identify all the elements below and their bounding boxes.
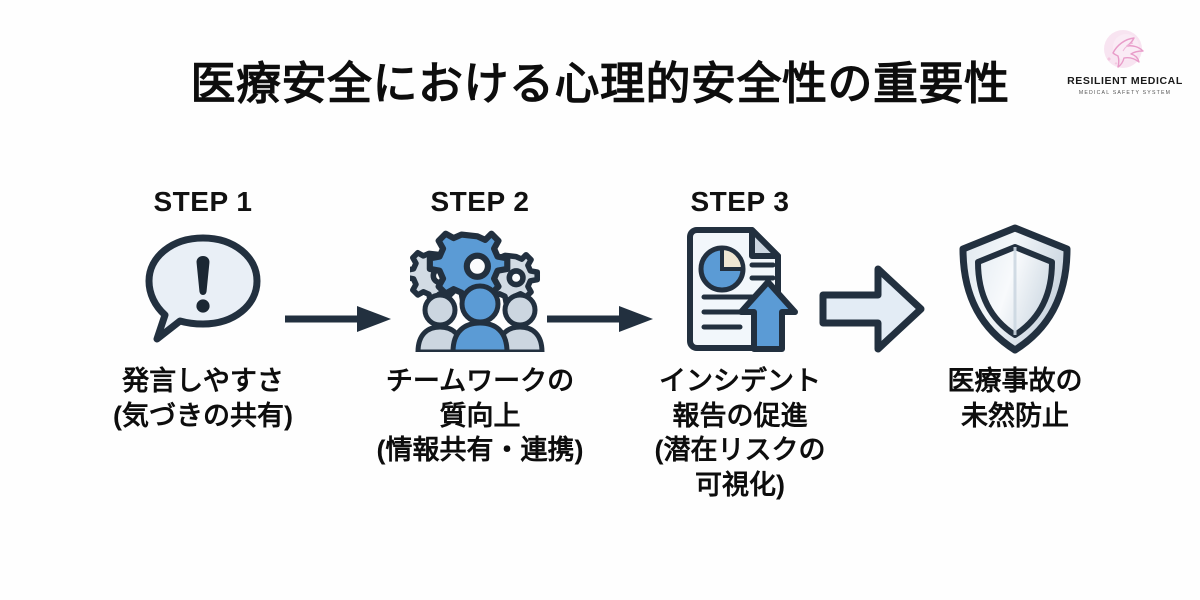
caption-line: 質向上: [439, 400, 521, 431]
thin-arrow-right-icon: [545, 302, 657, 341]
step-4-label: [890, 180, 1140, 224]
teamwork-gears-people-icon: [355, 224, 605, 354]
logo-tagline: MEDICAL SAFETY SYSTEM: [1078, 90, 1172, 96]
step-3-label: STEP 3: [690, 186, 790, 217]
caption-line: 発言しやすさ: [122, 366, 284, 396]
page-title: 医療安全における心理的安全性の重要性: [190, 58, 1010, 109]
thin-arrow-right-icon: [283, 302, 395, 341]
block-arrow-right-icon: [818, 262, 926, 361]
document-report-uparrow-icon: [615, 224, 865, 354]
step-2-caption: チームワークの 質向上 (情報共有・連携): [355, 364, 605, 468]
caption-line: インシデント: [659, 366, 821, 396]
caption-line: チームワークの: [385, 366, 575, 396]
brand-logo: RESILIENT MEDICAL MEDICAL SAFETY SYSTEM: [1066, 26, 1184, 96]
caption-line: (気づきの共有): [113, 400, 293, 431]
flow-step-1: STEP 1 発言しやすさ (気づきの共有): [78, 180, 328, 433]
step-4-caption: 医療事故の 未然防止: [890, 364, 1140, 433]
caption-line: (潜在リスクの: [654, 435, 826, 466]
step-1-caption: 発言しやすさ (気づきの共有): [78, 364, 328, 433]
flow-step-3: STEP 3 インシデント 報告の促進: [615, 180, 865, 502]
process-flow: STEP 1 発言しやすさ (気づきの共有) STEP 2: [0, 180, 1200, 580]
shield-icon: [890, 224, 1140, 354]
flow-step-2: STEP 2: [355, 180, 605, 468]
caption-line: 医療事故の: [947, 366, 1083, 396]
step-2-label: STEP 2: [430, 186, 530, 217]
caption-line: (情報共有・連携): [376, 435, 584, 466]
caption-line: 報告の促進: [672, 400, 808, 431]
speech-bubble-exclamation-icon: [78, 224, 328, 354]
logo-name: RESILIENT MEDICAL: [1067, 75, 1183, 87]
caption-line: 未然防止: [961, 400, 1069, 431]
dove-icon: [1066, 26, 1184, 74]
flow-step-4: 医療事故の 未然防止: [890, 180, 1140, 433]
caption-line: 可視化): [695, 469, 785, 500]
step-1-label: STEP 1: [153, 186, 253, 217]
step-3-caption: インシデント 報告の促進 (潜在リスクの 可視化): [615, 364, 865, 502]
